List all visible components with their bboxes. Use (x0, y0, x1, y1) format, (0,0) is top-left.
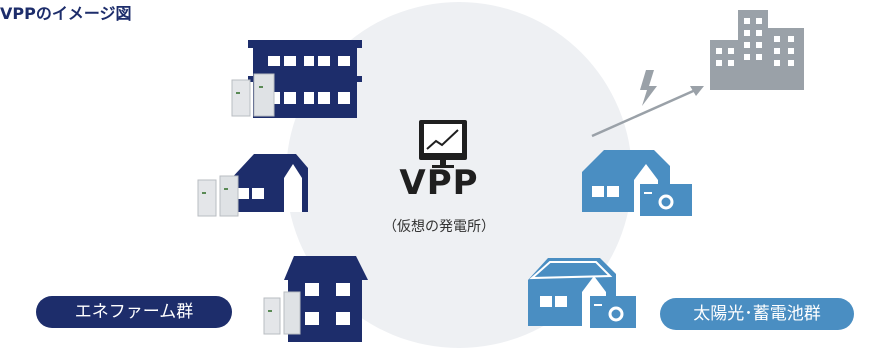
fuel-cell-unit-icon (231, 73, 275, 117)
page-title: VPPのイメージ図 (0, 4, 132, 23)
enefarm-group-label: エネファーム群 (36, 296, 232, 328)
monitor-chart-icon (419, 120, 467, 168)
fuel-cell-unit-icon (263, 291, 301, 335)
battery-icon (640, 184, 692, 216)
lightning-icon (640, 70, 657, 106)
vpp-label: VPP (399, 163, 479, 203)
power-arrow (591, 86, 704, 138)
vpp-sublabel: （仮想の発電所） (383, 219, 495, 235)
house-icon (228, 154, 308, 212)
battery-icon (590, 296, 636, 328)
solar-battery-group-label: 太陽光･蓄電池群 (660, 298, 854, 330)
office-building-icon (710, 10, 804, 90)
fuel-cell-unit-icon (197, 175, 239, 217)
